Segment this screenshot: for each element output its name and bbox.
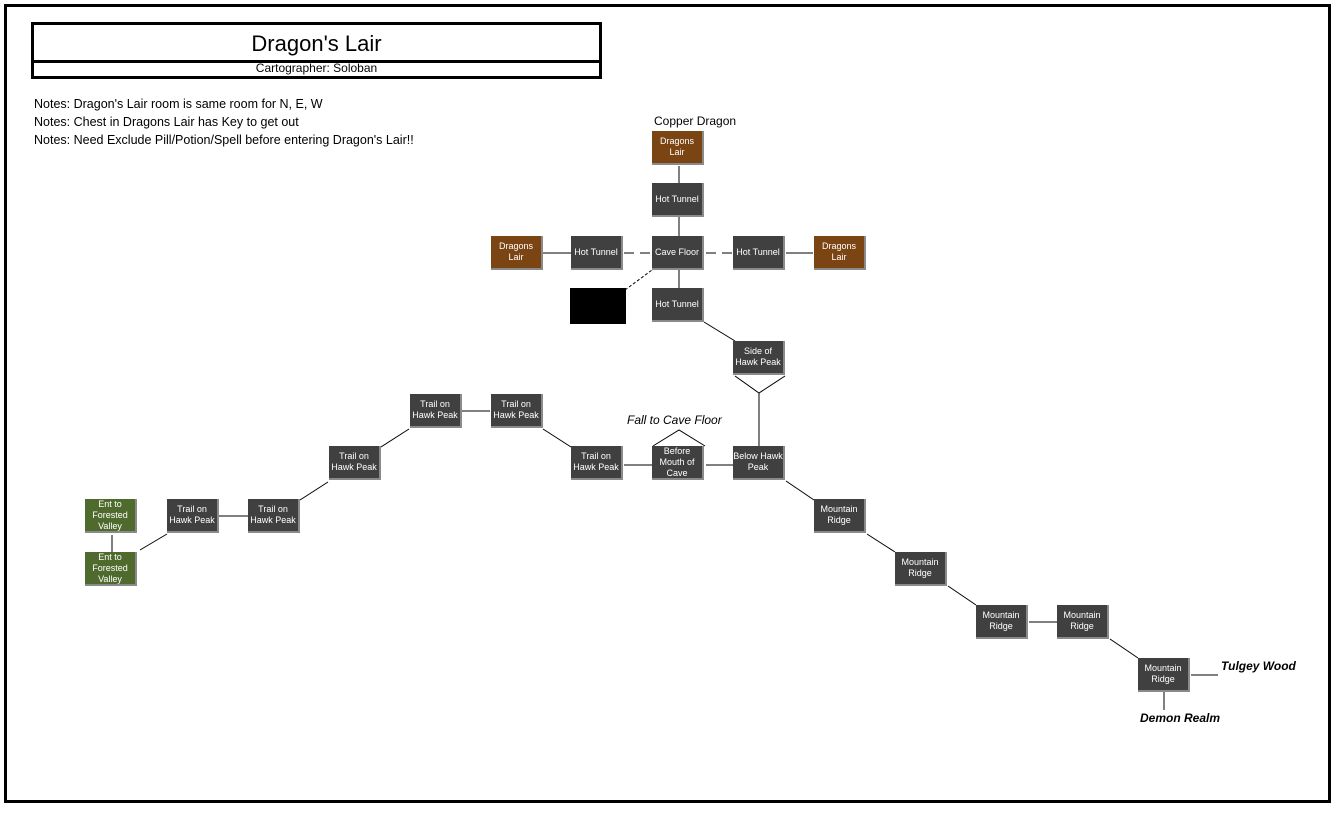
path-trail5-trail6: [542, 428, 572, 448]
map-frame: [4, 4, 1331, 803]
room-ent-to-forested-valley-2[interactable]: Ent to Forested Valley: [85, 552, 137, 586]
path-ridge1-ridge2: [866, 533, 896, 553]
room-mountain-ridge-5[interactable]: Mountain Ridge: [1138, 658, 1190, 692]
one-way-marker-mouth: [652, 429, 706, 447]
room-trail-on-hawk-peak-4[interactable]: Trail on Hawk Peak: [410, 394, 462, 428]
room-side-of-hawk-peak[interactable]: Side of Hawk Peak: [733, 341, 785, 375]
cartographer-credit: Cartographer: Soloban: [255, 61, 378, 75]
room-hot-tunnel-south[interactable]: Hot Tunnel: [652, 288, 704, 322]
room-unknown[interactable]: [570, 288, 626, 324]
room-mountain-ridge-3[interactable]: Mountain Ridge: [976, 605, 1028, 639]
room-trail-on-hawk-peak-5[interactable]: Trail on Hawk Peak: [491, 394, 543, 428]
label-fall-to-cave-floor: Fall to Cave Floor: [627, 413, 722, 427]
room-hot-tunnel-north[interactable]: Hot Tunnel: [652, 183, 704, 217]
path-ridge4-ridge5: [1109, 638, 1139, 659]
note-3: Notes: Need Exclude Pill/Potion/Spell be…: [34, 133, 414, 147]
one-way-marker-side: [734, 375, 786, 394]
path-trail2-trail3: [299, 481, 329, 501]
room-cave-floor[interactable]: Cave Floor: [652, 236, 704, 270]
path-cave-unknown: [624, 269, 653, 291]
room-before-mouth-of-cave[interactable]: Before Mouth of Cave: [652, 446, 704, 480]
room-below-hawk-peak[interactable]: Below Hawk Peak: [733, 446, 785, 480]
label-tulgey-wood: Tulgey Wood: [1221, 659, 1296, 673]
note-2: Notes: Chest in Dragons Lair has Key to …: [34, 115, 299, 129]
path-ent2-trail1: [139, 533, 168, 551]
path-ridge2-ridge3: [947, 585, 977, 606]
room-trail-on-hawk-peak-1[interactable]: Trail on Hawk Peak: [167, 499, 219, 533]
room-hot-tunnel-east[interactable]: Hot Tunnel: [733, 236, 785, 270]
title-box: Dragon's Lair: [31, 22, 602, 63]
room-trail-on-hawk-peak-2[interactable]: Trail on Hawk Peak: [248, 499, 300, 533]
map-title: Dragon's Lair: [251, 31, 382, 56]
room-dragons-lair-east[interactable]: Dragons Lair: [814, 236, 866, 270]
label-demon-realm: Demon Realm: [1140, 711, 1221, 725]
label-copper-dragon: Copper Dragon: [654, 114, 737, 128]
room-dragons-lair-west[interactable]: Dragons Lair: [491, 236, 543, 270]
room-dragons-lair-north[interactable]: Dragons Lair: [652, 131, 704, 165]
room-ent-to-forested-valley-1[interactable]: Ent to Forested Valley: [85, 499, 137, 533]
room-mountain-ridge-4[interactable]: Mountain Ridge: [1057, 605, 1109, 639]
path-trail3-trail4: [380, 428, 410, 448]
room-hot-tunnel-west[interactable]: Hot Tunnel: [571, 236, 623, 270]
path-below-ridge1: [785, 480, 815, 501]
cartographer-box: Cartographer: Soloban: [31, 58, 602, 79]
room-trail-on-hawk-peak-6[interactable]: Trail on Hawk Peak: [571, 446, 623, 480]
path-tunnel-side: [703, 321, 736, 342]
room-mountain-ridge-2[interactable]: Mountain Ridge: [895, 552, 947, 586]
room-trail-on-hawk-peak-3[interactable]: Trail on Hawk Peak: [329, 446, 381, 480]
room-mountain-ridge-1[interactable]: Mountain Ridge: [814, 499, 866, 533]
note-1: Notes: Dragon's Lair room is same room f…: [34, 97, 323, 111]
